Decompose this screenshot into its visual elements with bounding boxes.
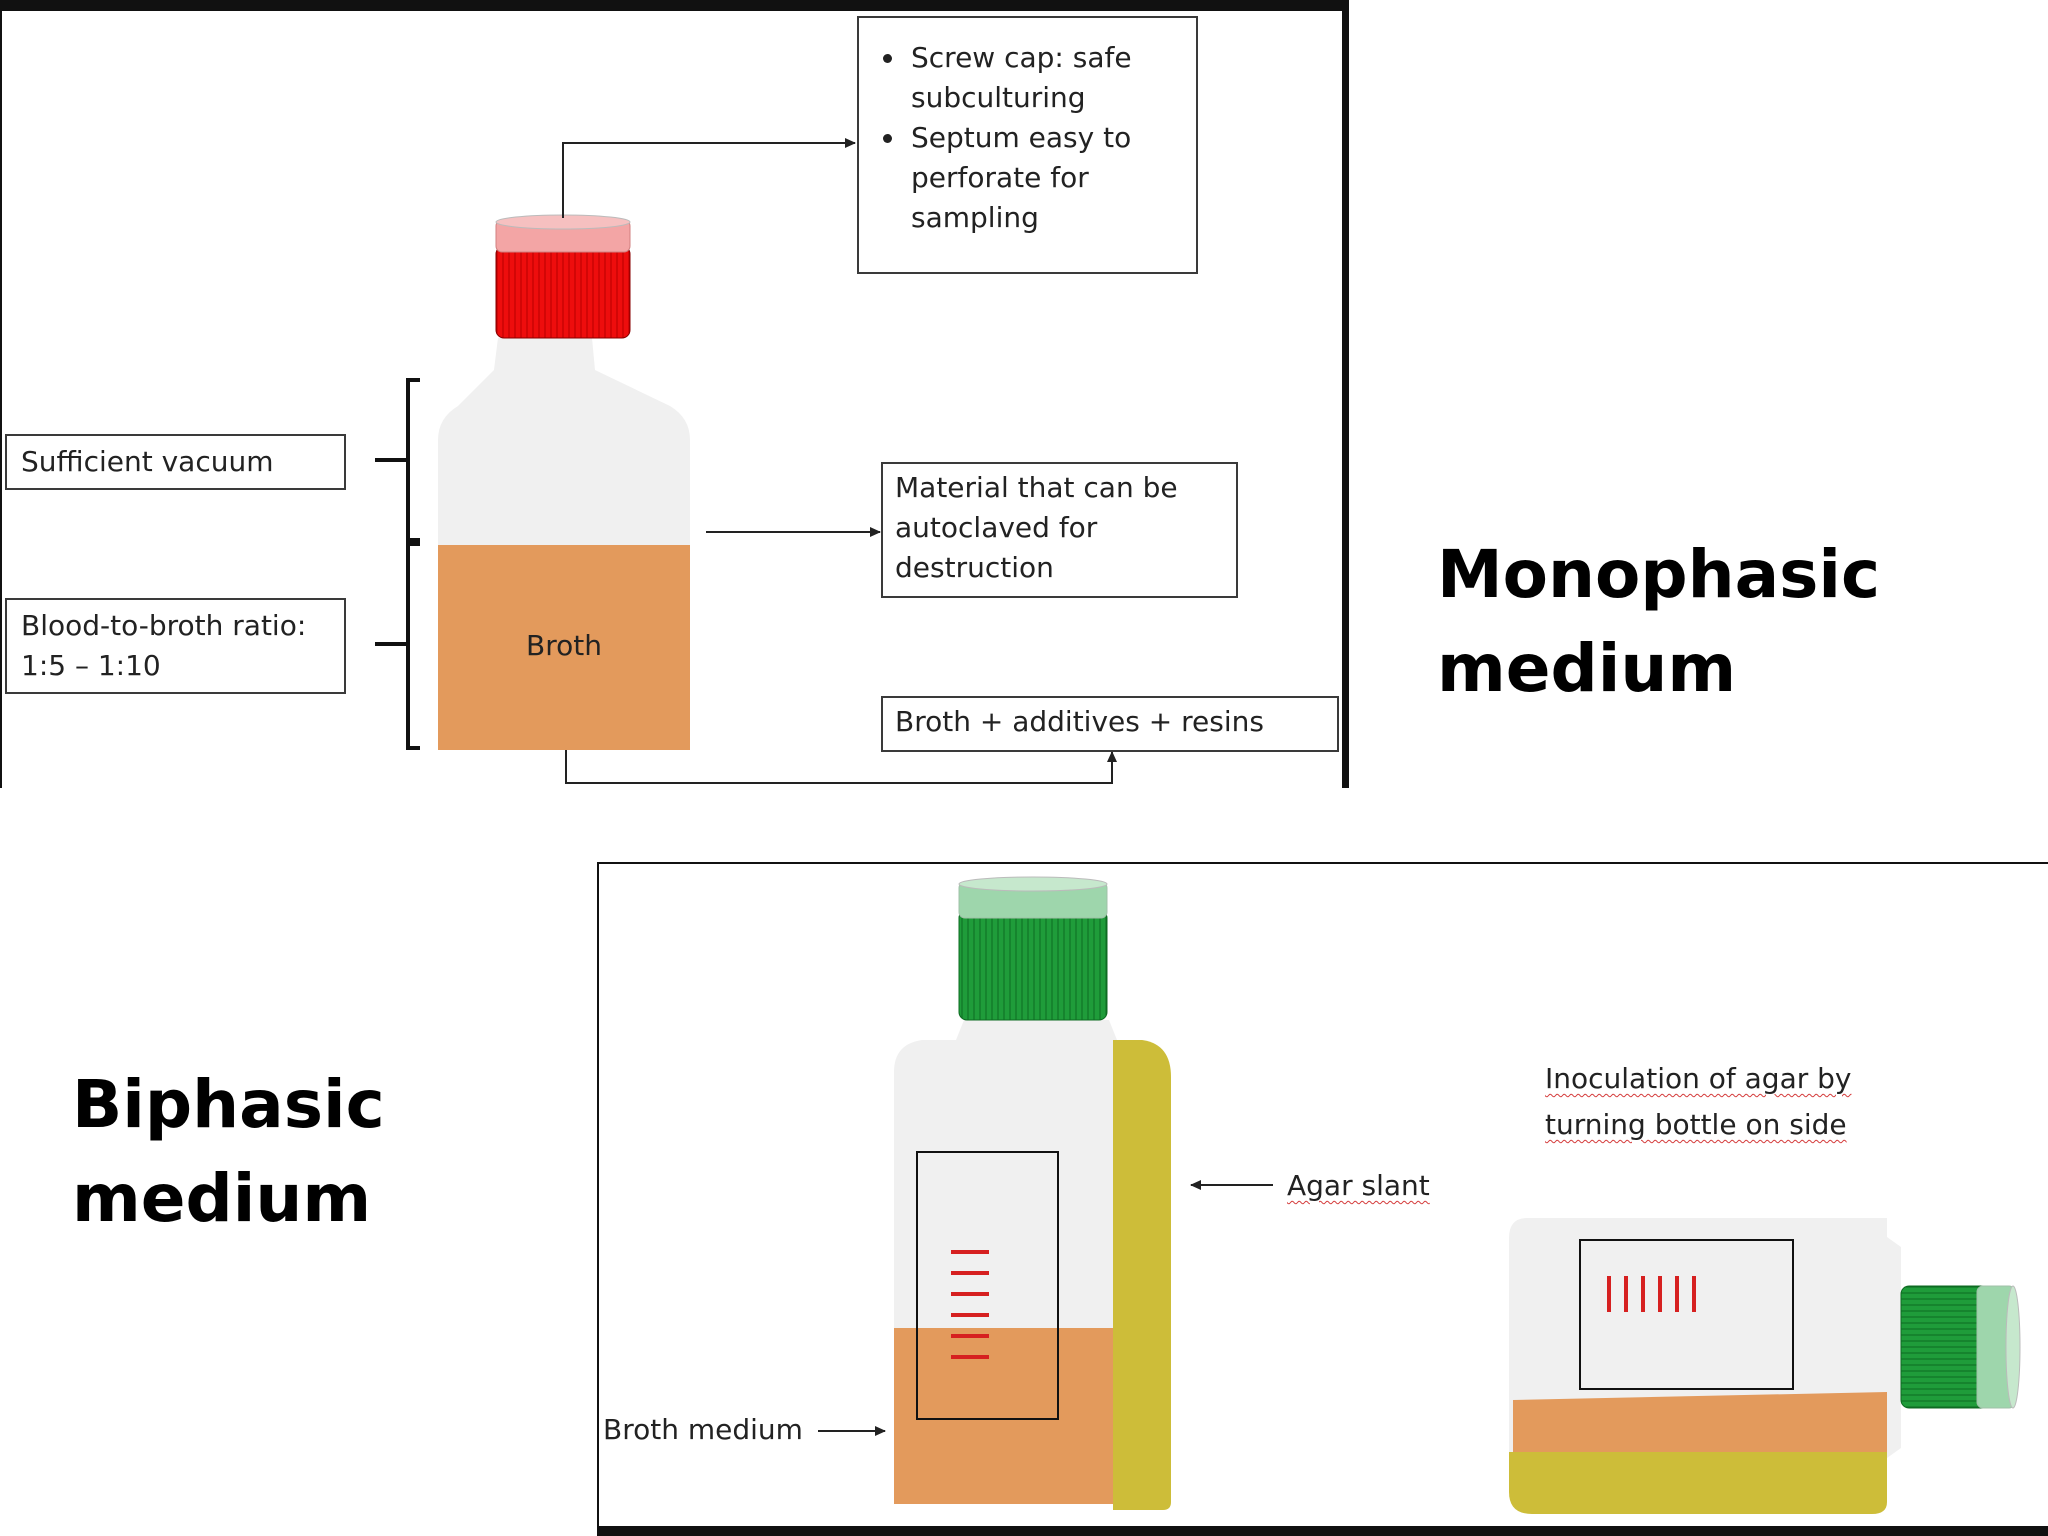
biphasic-frame-bottom-bar [597,1526,2048,1536]
upright-streaks [951,1250,989,1359]
cap-note-screw-cap: Screw cap: safe subculturing [907,38,1196,118]
material-label: Material that can be autoclaved for dest… [895,471,1178,584]
ratio-label-box: Blood-to-broth ratio: 1:5 – 1:10 [5,598,346,694]
biphasic-frame-left-line [597,862,599,1536]
agar-slant-label-text: Agar slant [1287,1169,1430,1202]
inoculation-label-line1: Inoculation of agar by [1545,1056,1851,1102]
broth-medium-label: Broth medium [603,1413,803,1446]
ratio-label-line1: Blood-to-broth ratio: [21,609,307,642]
vacuum-label-box: Sufficient vacuum [5,434,346,490]
biphasic-diagram-panel: Agar slant Broth medium Inoculation of a… [597,862,2048,1536]
biphasic-heading-line2: medium [72,1160,372,1237]
cap-notes-list: Screw cap: safe subculturing Septum easy… [859,38,1196,238]
biphasic-heading: Biphasic medium [72,1058,385,1246]
broth-additives-label: Broth + additives + resins [895,705,1264,738]
inoculation-label: Inoculation of agar by turning bottle on… [1545,1056,1851,1148]
broth-additives-box: Broth + additives + resins [881,696,1339,752]
upright-agar-slant [1113,1040,1171,1510]
upright-label-window [916,1151,1059,1420]
monophasic-cap-body [495,245,631,339]
side-label-window [1579,1239,1794,1390]
monophasic-frame-left-line [0,0,2,788]
upright-cap-rim [958,876,1108,892]
ratio-label-line2: 1:5 – 1:10 [21,649,161,682]
monophasic-frame-right-bar [1342,0,1349,788]
agar-slant-label: Agar slant [1287,1166,1430,1206]
broth-additives-connector [565,750,1117,784]
biphasic-frame-top-line [597,862,2048,864]
material-label-box: Material that can be autoclaved for dest… [881,462,1238,598]
monophasic-frame-top-bar [0,0,1349,11]
side-broth-fill [1513,1392,1887,1452]
upright-cap-body [958,909,1108,1021]
biphasic-diagram-svg [597,862,2048,1536]
inoculation-label-line2-text: turning bottle on side [1545,1108,1847,1141]
side-agar-fill [1509,1452,1887,1514]
upright-broth-fill [894,1328,1127,1504]
inoculation-label-line1-text: Inoculation of agar by [1545,1062,1852,1095]
side-streaks [1607,1276,1696,1312]
monophasic-diagram-svg [0,0,1349,788]
monophasic-heading-line2: medium [1437,630,1737,707]
vacuum-brace [375,378,420,542]
monophasic-diagram-panel: Screw cap: safe subculturing Septum easy… [0,0,1349,788]
cap-note-septum-text: Septum easy to perforate for sampling [911,121,1132,234]
vacuum-label: Sufficient vacuum [21,445,274,478]
cap-note-connector [562,138,856,218]
inoculation-label-line2: turning bottle on side [1545,1102,1851,1148]
monophasic-bottle-glass [438,338,690,545]
monophasic-heading: Monophasic medium [1437,528,1880,716]
biphasic-heading-line1: Biphasic [72,1066,385,1143]
ratio-brace [375,542,420,750]
side-cap-rim [2005,1285,2021,1409]
broth-label: Broth [526,629,602,662]
cap-notes-box: Screw cap: safe subculturing Septum easy… [857,16,1198,274]
cap-note-screw-cap-text: Screw cap: safe subculturing [911,41,1132,114]
monophasic-heading-line1: Monophasic [1437,536,1881,613]
cap-note-septum: Septum easy to perforate for sampling [907,118,1196,238]
monophasic-broth-fill [438,545,690,750]
